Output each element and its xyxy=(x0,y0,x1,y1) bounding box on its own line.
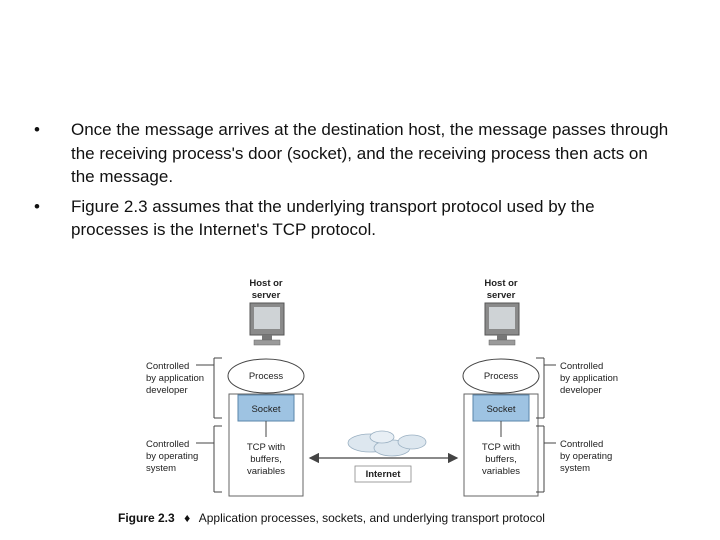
left-app-note-line2: by application xyxy=(146,373,204,384)
right-os-note-line1: Controlled xyxy=(560,439,603,450)
bullet-item: • Figure 2.3 assumes that the underlying… xyxy=(34,195,674,242)
bullet-list: • Once the message arrives at the destin… xyxy=(34,118,674,248)
right-os-note-line2: by operating xyxy=(560,451,612,462)
right-socket-label: Socket xyxy=(486,404,515,415)
computer-icon xyxy=(484,302,520,346)
computer-icon xyxy=(249,302,285,346)
left-os-note-line3: system xyxy=(146,463,176,474)
right-process-label: Process xyxy=(484,371,519,382)
caption-label: Figure 2.3 xyxy=(118,511,175,525)
left-process-label: Process xyxy=(249,371,284,382)
right-app-note-line1: Controlled xyxy=(560,361,603,372)
right-host-title-line1: Host or xyxy=(484,278,518,289)
right-app-note-line3: developer xyxy=(560,385,602,396)
right-app-note-line2: by application xyxy=(560,373,618,384)
right-host: Host or server Process Socket TCP with b… xyxy=(462,278,618,497)
left-process-oval xyxy=(227,358,305,394)
left-tcp-line2: buffers, xyxy=(250,454,282,465)
caption-text: Application processes, sockets, and unde… xyxy=(199,511,545,525)
left-socket-label: Socket xyxy=(251,404,280,415)
bullet-text: Once the message arrives at the destinat… xyxy=(71,120,669,186)
right-os-note-line3: system xyxy=(560,463,590,474)
right-tcp-line3: variables xyxy=(482,466,520,477)
left-host: Host or server Process Socket TCP with b… xyxy=(146,278,305,497)
internet-label: Internet xyxy=(366,469,402,480)
left-os-note-line1: Controlled xyxy=(146,439,189,450)
left-os-note-line2: by operating xyxy=(146,451,198,462)
right-tcp-line1: TCP with xyxy=(482,442,520,453)
bullet-item: • Once the message arrives at the destin… xyxy=(34,118,674,189)
right-host-boundary xyxy=(463,393,539,497)
bullet-marker: • xyxy=(34,120,40,139)
internet-cloud xyxy=(347,430,427,457)
left-host-title-line2: server xyxy=(252,290,281,301)
right-host-title-line2: server xyxy=(487,290,516,301)
internet-label-box xyxy=(354,465,412,483)
caption-separator: ♦ xyxy=(184,511,190,525)
left-host-boundary xyxy=(228,393,304,497)
left-host-title-line1: Host or xyxy=(249,278,283,289)
left-tcp-line3: variables xyxy=(247,466,285,477)
left-tcp-line1: TCP with xyxy=(247,442,285,453)
bullet-text: Figure 2.3 assumes that the underlying t… xyxy=(71,196,595,240)
right-socket xyxy=(472,394,530,422)
bullet-marker: • xyxy=(34,196,40,216)
left-app-note-line1: Controlled xyxy=(146,361,189,372)
figure-caption: Figure 2.3 ♦ Application processes, sock… xyxy=(118,509,545,526)
right-tcp-line2: buffers, xyxy=(485,454,517,465)
left-app-note-line3: developer xyxy=(146,385,188,396)
right-process-oval xyxy=(462,358,540,394)
